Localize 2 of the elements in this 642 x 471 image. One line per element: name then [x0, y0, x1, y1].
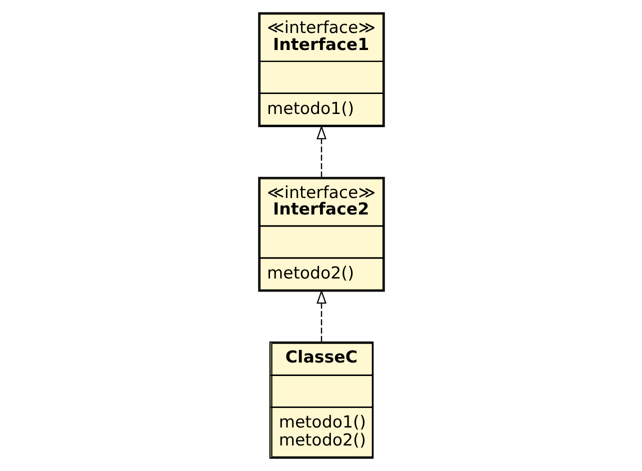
arrow: [316, 125, 326, 178]
arrow: [316, 289, 326, 342]
